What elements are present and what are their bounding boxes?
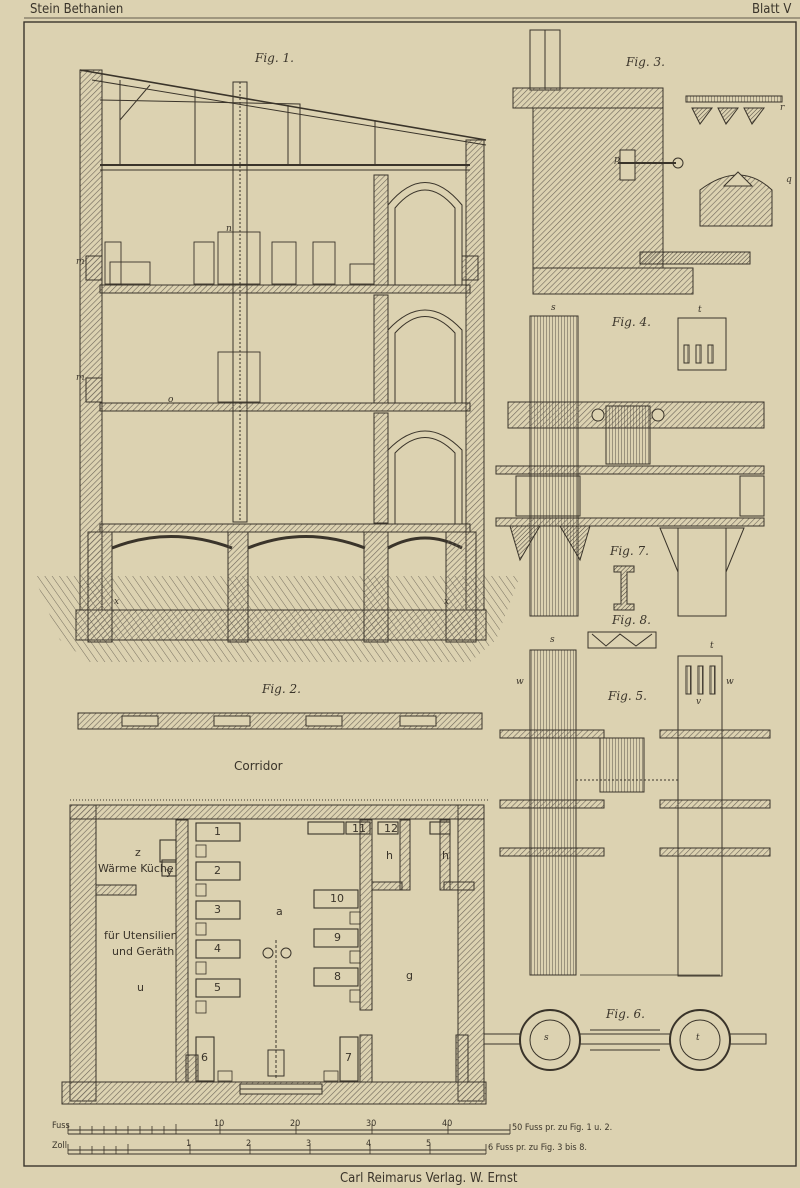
scale-fuss-end-note: 50 Fuss pr. zu Fig. 1 u. 2. <box>512 1123 613 1133</box>
header-right-plate-number: Blatt V <box>752 2 792 17</box>
scale-zoll-tick-2: 2 <box>246 1139 252 1149</box>
section-letter-q: q <box>786 175 792 185</box>
fig7-fig8-profiles <box>587 565 657 649</box>
scale-zoll-tick-3: 3 <box>306 1139 312 1149</box>
fig5-detail <box>499 649 771 977</box>
fig6-detail <box>483 1009 767 1071</box>
room-letter-z: z <box>135 846 141 859</box>
section-letter-r: r <box>780 103 785 113</box>
section-letter-m-2: m <box>76 373 85 383</box>
bed-number-10: 10 <box>330 892 344 905</box>
section-letter-w-2: w <box>726 677 734 687</box>
fig3-detail <box>512 29 783 295</box>
section-letter-x-2: x <box>444 597 450 607</box>
room-letter-a: a <box>276 905 283 918</box>
scale-fuss-tick-10: 10 <box>214 1119 225 1129</box>
scale-fuss-tick-40: 40 <box>442 1119 453 1129</box>
fig6-letter-t: t <box>696 1033 700 1043</box>
section-letter-n: n <box>226 224 232 234</box>
section-letter-m-1: m <box>76 257 85 267</box>
fig6-label: Fig. 6. <box>606 1007 645 1021</box>
bed-number-1: 1 <box>214 825 221 838</box>
room-letter-h-2: h <box>442 849 449 862</box>
corridor-label: Corridor <box>234 759 283 773</box>
scale-zoll-tick-1: 1 <box>186 1139 192 1149</box>
bed-number-7: 7 <box>345 1051 352 1064</box>
room-utensils-label-2: und Geräth <box>112 945 175 958</box>
fig5-label: Fig. 5. <box>608 689 647 703</box>
scale-zoll-tick-4: 4 <box>366 1139 372 1149</box>
fig1-label: Fig. 1. <box>255 51 294 65</box>
section-letter-t-2: t <box>710 641 714 651</box>
fig4-label: Fig. 4. <box>612 315 651 329</box>
fig1-section <box>34 69 520 662</box>
scale-bars <box>67 1124 511 1155</box>
section-letter-o: o <box>168 395 174 405</box>
bed-number-4: 4 <box>214 942 221 955</box>
bed-number-9: 9 <box>334 931 341 944</box>
bed-number-12: 12 <box>384 822 398 835</box>
publisher-imprint: Carl Reimarus Verlag. W. Ernst <box>340 1171 518 1186</box>
scale-fuss-tick-30: 30 <box>366 1119 377 1129</box>
fig7-label: Fig. 7. <box>610 544 649 558</box>
section-letter-s-1: s <box>551 303 556 313</box>
room-warm-kitchen-label: Wärme Küche <box>98 862 174 875</box>
section-letter-p: p <box>614 155 620 165</box>
room-utensils-label-1: für Utensilien <box>104 929 178 942</box>
fig6-letter-s: s <box>544 1033 549 1043</box>
scale-zoll-tick-5: 5 <box>426 1139 432 1149</box>
section-letter-w-1: w <box>516 677 524 687</box>
bed-number-8: 8 <box>334 970 341 983</box>
fig4-detail <box>495 315 765 617</box>
room-letter-y: y <box>166 865 173 878</box>
section-letter-v: v <box>696 697 702 707</box>
bed-number-3: 3 <box>214 903 221 916</box>
room-letter-g: g <box>406 969 413 982</box>
fig2-plan <box>61 712 488 1105</box>
scale-zoll-label: Zoll <box>52 1141 67 1151</box>
scale-zoll-end-note: 6 Fuss pr. zu Fig. 3 bis 8. <box>488 1143 587 1153</box>
scale-fuss-tick-20: 20 <box>290 1119 301 1129</box>
scale-fuss-label: Fuss <box>52 1121 70 1131</box>
fig8-label: Fig. 8. <box>612 613 651 627</box>
bed-number-11: 11 <box>352 822 366 835</box>
section-letter-s-2: s <box>550 635 555 645</box>
section-letter-t-1: t <box>698 305 702 315</box>
fig2-label: Fig. 2. <box>262 682 301 696</box>
bed-number-6: 6 <box>201 1051 208 1064</box>
fig3-label: Fig. 3. <box>626 55 665 69</box>
bed-number-2: 2 <box>214 864 221 877</box>
plate-border <box>23 21 797 1167</box>
room-letter-h-1: h <box>386 849 393 862</box>
header-left-title: Stein Bethanien <box>30 2 124 17</box>
section-letter-x-1: x <box>114 597 120 607</box>
bed-number-5: 5 <box>214 981 221 994</box>
room-letter-u: u <box>137 981 144 994</box>
